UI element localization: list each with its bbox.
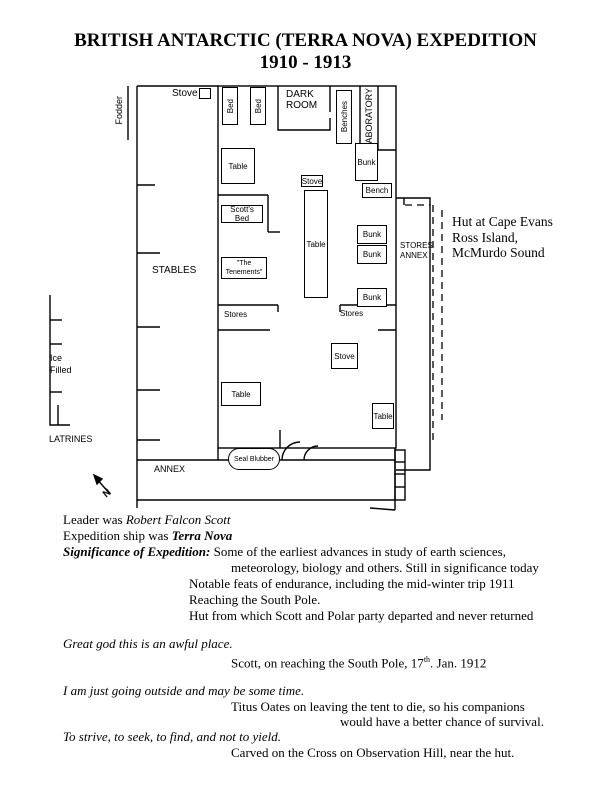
stores-left-label: Stores	[224, 310, 248, 319]
ship-line: Expedition ship was Terra Nova	[63, 528, 233, 543]
quote-3-attribution: Carved on the Cross on Observation Hill,…	[231, 745, 515, 760]
quote-2-attribution-line-1: Titus Oates on leaving the tent to die, …	[231, 699, 525, 714]
bed-1: Bed	[222, 87, 238, 125]
page-title: BRITISH ANTARCTIC (TERRA NOVA) EXPEDITIO…	[74, 30, 537, 51]
stores-annex-label: STORES ANNEX	[400, 241, 433, 260]
bunk-3: Bunk	[357, 245, 387, 264]
dark-room-label: DARK ROOM	[286, 89, 318, 111]
ice-filled-label: Ice Filled	[50, 353, 72, 375]
quote-2: I am just going outside and may be some …	[63, 683, 305, 698]
stove-top-icon	[199, 88, 211, 99]
hut-location-line3: McMurdo Sound	[452, 245, 545, 260]
quote-1: Great god this is an awful place.	[63, 636, 233, 651]
bunk-1: Bunk	[355, 143, 378, 181]
table-right: Table	[372, 403, 394, 429]
table-low: Table	[221, 382, 261, 406]
table-1: Table	[221, 148, 255, 184]
stables-label: STABLES	[152, 265, 197, 276]
significance-line-3: Notable feats of endurance, including th…	[189, 576, 515, 591]
stove-low: Stove	[331, 343, 358, 369]
leader-line: Leader was Robert Falcon Scott	[63, 512, 231, 527]
page-subtitle-years: 1910 - 1913	[259, 52, 352, 73]
laboratory-label: LABORATORY	[364, 88, 374, 149]
scotts-bed: Scott's Bed	[221, 205, 263, 223]
fodder-label: Fodder	[114, 96, 124, 125]
stores-right-label: Stores	[340, 309, 364, 318]
quote-2-attribution-line-2: would have a better chance of survival.	[340, 714, 544, 729]
significance-line-2: meteorology, biology and others. Still i…	[231, 560, 539, 575]
latrines-label: LATRINES	[49, 434, 93, 444]
bed-2: Bed	[250, 87, 266, 125]
benches: Benches	[336, 90, 352, 144]
annex-label: ANNEX	[154, 464, 186, 474]
significance-line-4: Reaching the South Pole.	[189, 592, 321, 607]
hut-location-line2: Ross Island,	[452, 230, 519, 245]
quote-3: To strive, to seek, to find, and not to …	[63, 729, 281, 744]
bunk-2: Bunk	[357, 225, 387, 244]
bench: Bench	[362, 183, 392, 198]
stove-top-label: Stove	[172, 88, 198, 99]
bunk-4: Bunk	[357, 288, 387, 307]
seal-blubber: Seal Blubber	[228, 448, 280, 470]
tenements: "The Tenements"	[221, 257, 267, 279]
hut-location-line1: Hut at Cape Evans	[452, 214, 553, 229]
hut-floor-plan	[49, 85, 443, 511]
stove-mid: Stove	[301, 175, 323, 187]
table-center: Table	[304, 190, 328, 298]
significance-line-5: Hut from which Scott and Polar party dep…	[189, 608, 534, 623]
significance-line-1: Significance of Expedition: Some of the …	[63, 544, 506, 559]
quote-1-attribution: Scott, on reaching the South Pole, 17th.…	[231, 655, 487, 671]
